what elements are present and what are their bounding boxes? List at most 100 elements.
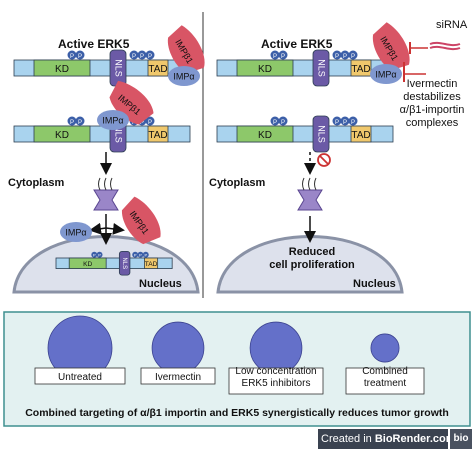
left-nuclear-phospho-label-0: P bbox=[93, 253, 96, 258]
biorender-badge[interactable] bbox=[318, 429, 448, 449]
left-nuclear-pore-icon bbox=[93, 177, 119, 211]
left-nuclear-nls-label: NLS bbox=[121, 257, 127, 269]
left-split-arrow-right bbox=[105, 222, 125, 235]
created-in-text: Created in bbox=[321, 433, 375, 445]
left-nuclear-tad-label: TAD bbox=[145, 261, 158, 268]
sirna-icon bbox=[429, 41, 461, 47]
right-pore-body bbox=[297, 189, 323, 211]
left-top-phospho-label-1: P bbox=[78, 54, 82, 60]
sirna-icon-strand bbox=[429, 45, 461, 51]
right-bottom-nls-domain bbox=[312, 115, 330, 153]
left-top-kd-domain bbox=[33, 59, 91, 77]
left-bottom-phospho-label-1: P bbox=[78, 120, 82, 126]
right-bottom-phospho-label-2: P bbox=[335, 120, 339, 126]
left-top-phospho-dot-3 bbox=[137, 50, 147, 60]
treatment-label-inhibitors-line-1: Low concentration bbox=[235, 366, 317, 377]
left-split-arrow-left bbox=[89, 222, 107, 235]
right-top-impa-label: IMPα bbox=[375, 70, 396, 80]
no-entry-icon bbox=[317, 153, 331, 167]
ivermectin-note-line-2: destabilizes bbox=[403, 91, 461, 103]
right-bottom-phospho-label-3: P bbox=[343, 120, 347, 126]
left-top-impa-body bbox=[168, 66, 200, 86]
left-nuclear-phospho-dot-0 bbox=[91, 251, 98, 258]
left-bottom-impa-label: IMPα bbox=[102, 116, 123, 126]
treatment-label-ivermectin: Ivermectin bbox=[154, 372, 202, 383]
treatment-box-0 bbox=[34, 367, 126, 385]
brand-text: BioRender.com bbox=[374, 433, 456, 445]
left-top-phospho-dot-0 bbox=[67, 50, 77, 60]
right-bottom-kd-domain bbox=[236, 125, 294, 143]
biorender-credit[interactable]: Created in BioRender.com bbox=[321, 433, 456, 445]
left-top-impb1-shape: IMPβ1 bbox=[167, 25, 205, 74]
left-top-kd-label: KD bbox=[55, 64, 69, 75]
right-pore-filament-0 bbox=[302, 177, 305, 191]
left-nuclear-phospho-label-2: P bbox=[134, 253, 137, 258]
right-pore-filament-2 bbox=[314, 177, 317, 191]
left-bottom-kd-label: KD bbox=[55, 130, 69, 141]
left-nuclear-impb1-shape: IMPβ1 bbox=[121, 196, 161, 245]
left-pore-filament-0 bbox=[98, 177, 101, 191]
right-top-phospho-dot-1 bbox=[278, 50, 288, 60]
left-bottom-phospho-dot-1 bbox=[75, 116, 85, 126]
left-top-phospho-label-2: P bbox=[132, 54, 136, 60]
treatment-label-inhibitors-line-2: ERK5 inhibitors bbox=[241, 378, 311, 389]
right-top-tad-domain bbox=[350, 59, 372, 77]
right-top-nls-domain bbox=[312, 49, 330, 87]
left-top-phospho-dot-2 bbox=[129, 50, 139, 60]
right-top-tad-label: TAD bbox=[351, 64, 370, 75]
conclusion-text: Combined targeting of α/β1 importin and … bbox=[25, 407, 449, 419]
left-bottom-phospho-label-3: P bbox=[140, 120, 144, 126]
left-nuclear-phospho-label-3: P bbox=[139, 253, 142, 258]
left-nuclear-impb1-body bbox=[121, 196, 161, 245]
right-bottom-kd-label: KD bbox=[258, 130, 272, 141]
left-pore-filament-2 bbox=[110, 177, 113, 191]
right-nuclear-pore-icon bbox=[297, 177, 323, 211]
left-bottom-phospho-label-0: P bbox=[70, 120, 74, 126]
left-bottom-impa-shape: IMPα bbox=[97, 110, 129, 130]
left-top-nls-label: NLS bbox=[114, 59, 124, 77]
right-top-impa-shape: IMPα bbox=[370, 64, 402, 84]
right-bottom-phospho-dot-1 bbox=[278, 116, 288, 126]
left-nuclear-impa-label: IMPα bbox=[65, 228, 86, 238]
right-bottom-phospho-dot-0 bbox=[270, 116, 280, 126]
left-nuclear-impa-body bbox=[60, 222, 92, 242]
left-bottom-phospho-label-4: P bbox=[148, 120, 152, 126]
right-bottom-phospho-label-0: P bbox=[273, 120, 277, 126]
right-bottom-nls-label: NLS bbox=[317, 125, 327, 143]
right-bottom-phospho-dot-3 bbox=[340, 116, 350, 126]
right-top-kd-domain bbox=[236, 59, 294, 77]
left-top-impa-shape: IMPα bbox=[168, 66, 200, 86]
right-pore-filament-1 bbox=[308, 177, 311, 191]
left-nuclear-phospho-dot-1 bbox=[96, 251, 103, 258]
tumor-sphere-3 bbox=[370, 333, 400, 363]
right-bottom-phospho-dot-2 bbox=[332, 116, 342, 126]
right-nucleus-label: Nucleus bbox=[353, 278, 396, 290]
figure-art: KDTADNLSPPPPPIMPβ1IMPαKDTADNLSPPPPPIMPβ1… bbox=[3, 12, 471, 427]
outcome-line-2: cell proliferation bbox=[269, 259, 355, 271]
right-bottom-phospho-label-1: P bbox=[281, 120, 285, 126]
treatment-box-3 bbox=[345, 367, 425, 395]
treatment-box-2 bbox=[228, 367, 324, 395]
left-nuclear-kd-domain bbox=[68, 257, 107, 269]
left-nuclear-phospho-dot-4 bbox=[142, 251, 149, 258]
left-nuclear-kd-label: KD bbox=[83, 261, 92, 268]
left-pore-body bbox=[93, 189, 119, 211]
right-top-phospho-dot-2 bbox=[332, 50, 342, 60]
footer: Created in BioRender.com bio bbox=[0, 427, 474, 451]
right-nucleus-membrane bbox=[216, 235, 404, 294]
right-top-phospho-dot-0 bbox=[270, 50, 280, 60]
left-bottom-phospho-dot-4 bbox=[145, 116, 155, 126]
left-bottom-tad-domain bbox=[147, 125, 169, 143]
right-top-phospho-dot-4 bbox=[348, 50, 358, 60]
biorender-logo-icon[interactable]: bio bbox=[450, 429, 472, 449]
left-active-erk5-title: Active ERK5 bbox=[58, 37, 130, 51]
left-top-tad-label: TAD bbox=[148, 64, 167, 75]
tumor-sphere-1 bbox=[151, 321, 205, 375]
left-bottom-nls-label: NLS bbox=[114, 125, 124, 143]
left-nuclear-nls-domain bbox=[118, 250, 131, 276]
ivermectin-note-line-3: α/β1-importin bbox=[399, 104, 465, 116]
